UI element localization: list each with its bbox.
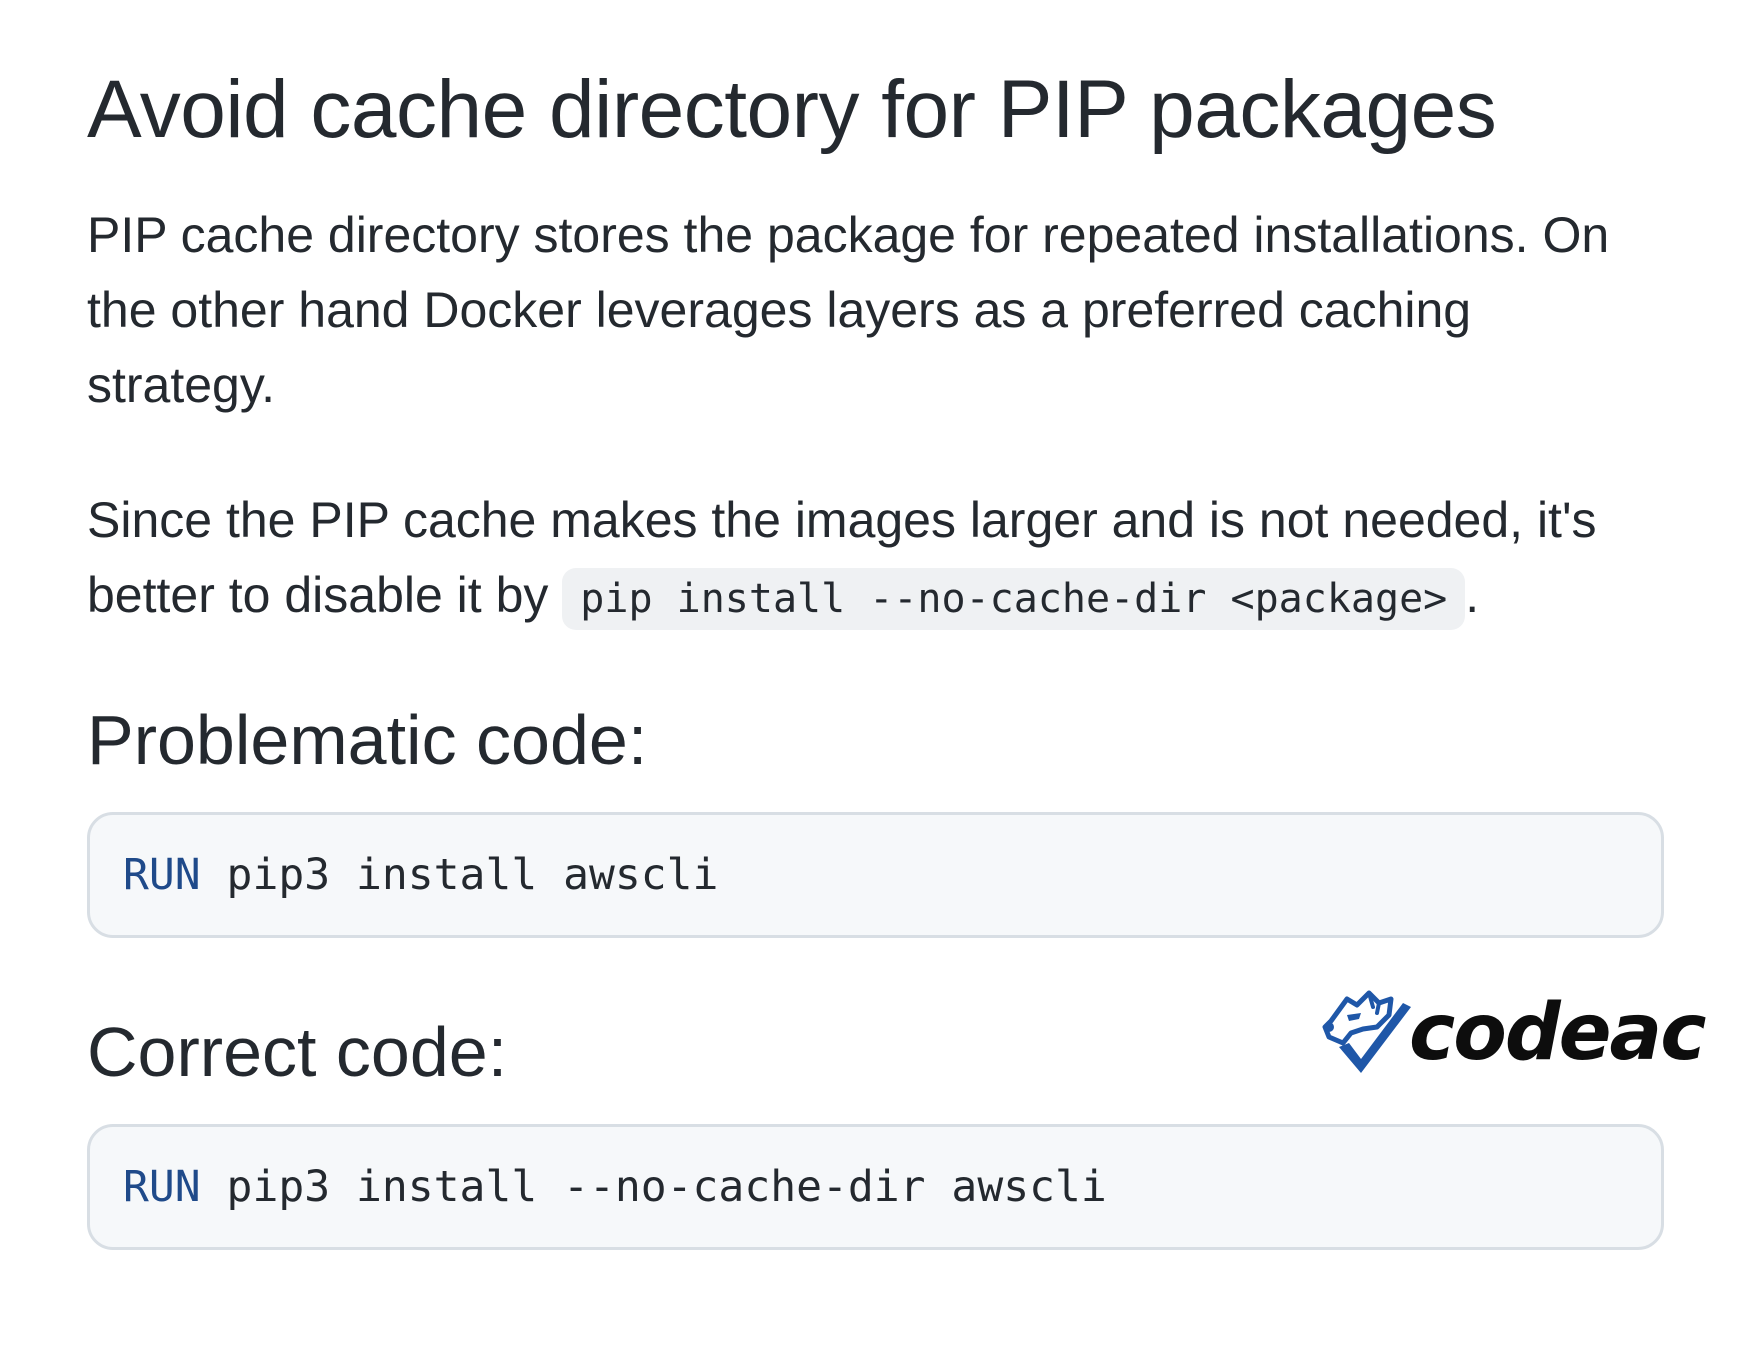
code-keyword: RUN (123, 850, 201, 900)
problematic-code-block[interactable]: RUN pip3 install awscli (87, 812, 1664, 938)
correct-code-heading: Correct code: (87, 1013, 508, 1091)
correct-code-block[interactable]: RUN pip3 install --no-cache-dir awscli (87, 1124, 1664, 1250)
inline-code: pip install --no-cache-dir <package> (562, 568, 1466, 630)
recommendation-end: . (1465, 567, 1480, 623)
intro-paragraph: PIP cache directory stores the package f… (87, 207, 1610, 413)
page-title: Avoid cache directory for PIP packages (87, 64, 1497, 155)
codeac-logo: codeac (1317, 985, 1707, 1080)
problematic-code-heading: Problematic code: (87, 701, 648, 779)
bear-checkmark-icon (1322, 990, 1411, 1073)
logo-wordmark: codeac (1409, 987, 1706, 1078)
code-text: pip3 install awscli (200, 850, 719, 900)
recommendation-paragraph: Since the PIP cache makes the images lar… (87, 483, 1667, 637)
recommendation-text: Since the PIP cache makes the images lar… (87, 492, 1597, 623)
code-keyword: RUN (123, 1162, 201, 1212)
code-text: pip3 install --no-cache-dir awscli (200, 1162, 1107, 1212)
